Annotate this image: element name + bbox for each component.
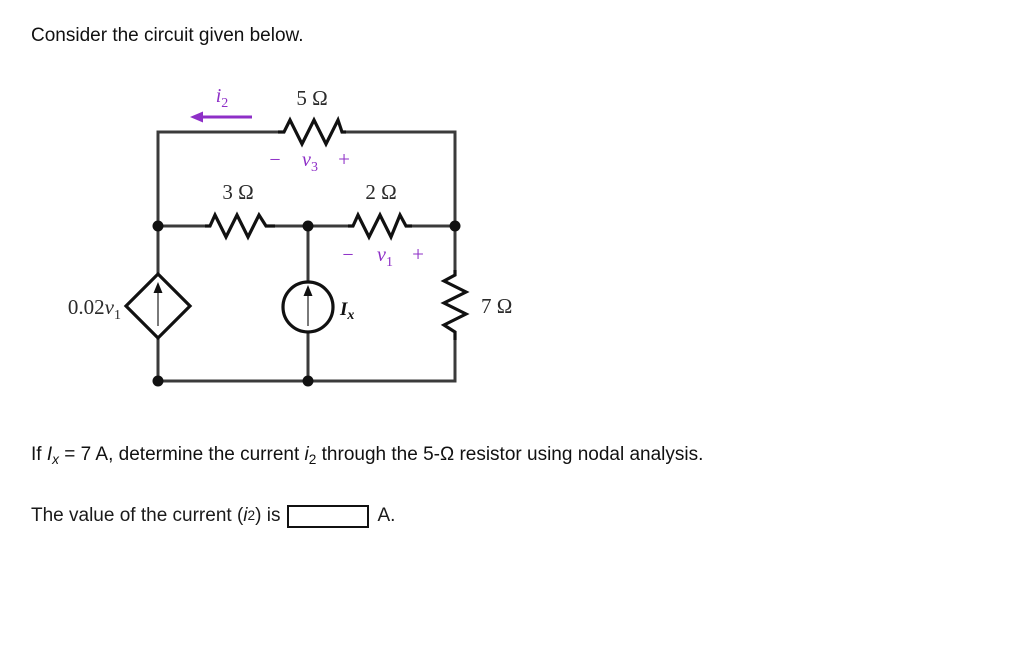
node-dot-left-bottom [152, 375, 164, 387]
question-current-sub: x [52, 451, 59, 467]
circuit-diagram: 5 Ω 3 Ω 2 Ω 7 Ω 0.02v1 Ix [0, 70, 560, 410]
v3-plus-sign: + [338, 147, 350, 171]
7-ohm-zigzag [440, 270, 470, 340]
5-ohm-label: 5 Ω [296, 86, 327, 110]
3-ohm-zigzag [205, 211, 275, 241]
2-ohm-zigzag [348, 211, 412, 241]
circuit-svg: 5 Ω 3 Ω 2 Ω 7 Ω 0.02v1 Ix [68, 85, 512, 387]
v1-label: v1 [377, 244, 393, 270]
answer-prefix: The value of the current ( [31, 505, 244, 526]
v3-label: v3 [302, 149, 318, 175]
question-current-var: I [46, 444, 53, 465]
circuit-nodes [152, 220, 461, 387]
node-dot-left-mid [152, 220, 164, 232]
i2-label: i2 [216, 85, 229, 111]
answer-var: i [243, 505, 248, 526]
2-ohm-resistor: 2 Ω [348, 180, 412, 241]
question-target-var: i [304, 444, 309, 465]
7-ohm-resistor: 7 Ω [440, 270, 512, 340]
dependent-source-label: 0.02v1 [68, 295, 121, 323]
5-ohm-resistor: 5 Ω [278, 86, 346, 148]
dependent-source-arrow-head [153, 282, 163, 293]
intro-text: Consider the circuit given below. [31, 25, 304, 46]
node-dot-right-mid [449, 220, 461, 232]
question-target-sub: 2 [308, 451, 317, 467]
node-dot-center-mid [302, 220, 314, 232]
v3-polarity-annotation: − v3 + [269, 147, 350, 175]
independent-source-arrow-head [303, 285, 313, 296]
question-condition: = 7 A, determine the current [58, 444, 305, 465]
i2-arrow-head [190, 111, 203, 123]
answer-sub: 2 [247, 508, 256, 523]
question-text: If Ix = 7 A, determine the current i2 th… [31, 443, 703, 472]
v1-plus-sign: + [412, 242, 424, 266]
independent-source-label: Ix [339, 299, 354, 323]
independent-current-source: Ix [281, 280, 354, 334]
7-ohm-label: 7 Ω [481, 294, 512, 318]
v3-minus-sign: − [269, 149, 280, 171]
3-ohm-resistor: 3 Ω [205, 180, 275, 241]
v1-minus-sign: − [342, 244, 353, 266]
circuit-wires [156, 130, 457, 383]
3-ohm-label: 3 Ω [222, 180, 253, 204]
question-prefix: If [31, 444, 47, 465]
answer-input[interactable] [287, 504, 370, 528]
answer-middle: ) is [255, 505, 281, 526]
2-ohm-label: 2 Ω [365, 180, 396, 204]
v1-polarity-annotation: − v1 + [342, 242, 424, 270]
question-suffix: through the 5-Ω resistor using nodal ana… [316, 444, 704, 465]
i2-current-annotation: i2 [190, 85, 252, 123]
dependent-current-source: 0.02v1 [68, 271, 193, 341]
node-dot-center-bottom [302, 375, 314, 387]
answer-unit: A. [377, 505, 396, 526]
5-ohm-zigzag [278, 115, 346, 148]
